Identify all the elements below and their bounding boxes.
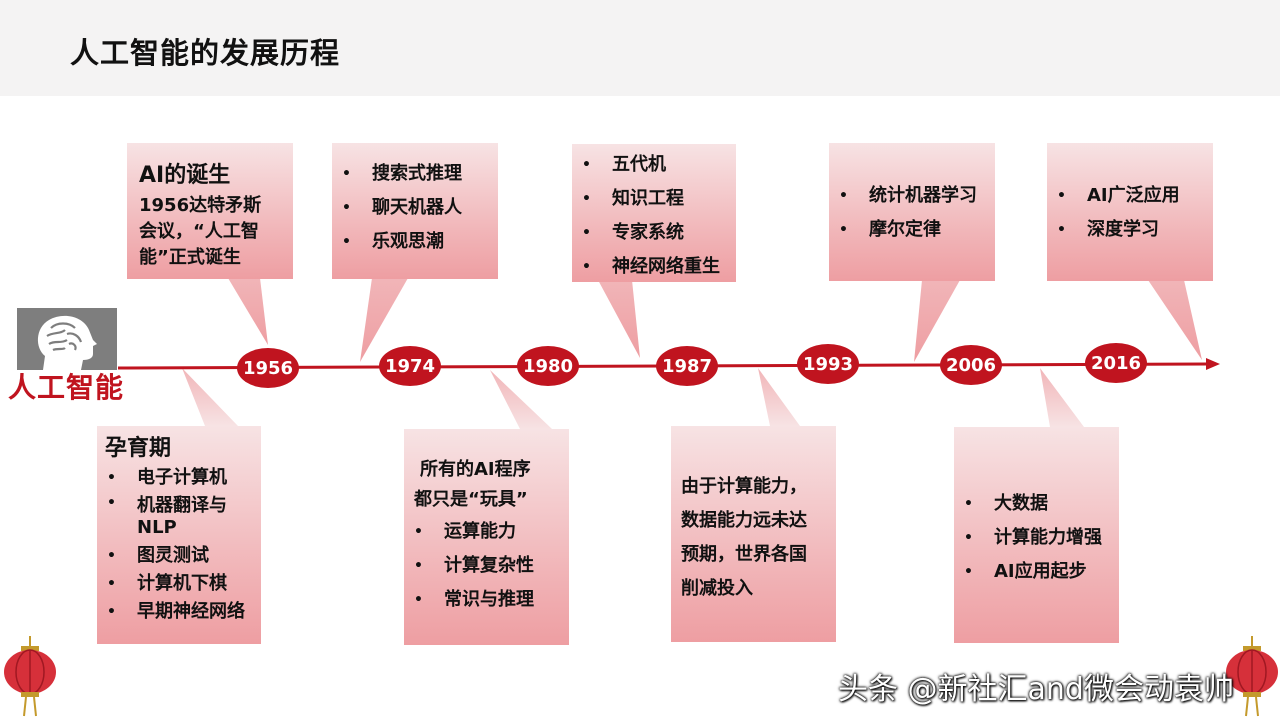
watermark-text: 头条 @新社汇and微会动袁帅 <box>838 672 1234 707</box>
pointer-limits <box>758 368 800 426</box>
pointer-1974 <box>360 278 408 362</box>
list-item: 统计机器学习 <box>829 179 995 213</box>
year-node-2016: 2016 <box>1085 343 1147 383</box>
ai-birth-line: 会议，“人工智 <box>139 221 259 242</box>
limits-line: 由于计算能力， <box>681 476 807 497</box>
toy-line: 都只是“玩具” <box>414 489 528 510</box>
callout-1980: 五代机 知识工程 专家系统 神经网络重生 <box>572 144 736 284</box>
ai-birth-heading: AI的诞生 <box>139 163 231 188</box>
ai-head-icon <box>17 308 117 370</box>
pointer-big-data <box>1040 368 1084 427</box>
list-item: 运算能力 <box>404 515 569 549</box>
incubation-heading: 孕育期 <box>105 436 172 461</box>
pointer-toy <box>490 370 552 429</box>
ai-brand-label: 人工智能 <box>8 371 125 404</box>
year-node-1987: 1987 <box>656 346 718 386</box>
list-item: 大数据 <box>954 487 1119 521</box>
list-item: AI应用起步 <box>954 555 1119 589</box>
callout-1993: 统计机器学习 摩尔定律 <box>829 143 995 281</box>
list-item: 计算复杂性 <box>404 549 569 583</box>
callout-big-data: 大数据 计算能力增强 AI应用起步 <box>954 427 1119 643</box>
year-node-1974: 1974 <box>379 346 441 386</box>
list-item: 计算能力增强 <box>954 521 1119 555</box>
list-item: 专家系统 <box>572 216 736 250</box>
limits-line: 数据能力远未达 <box>681 510 807 531</box>
year-node-2006: 2006 <box>940 345 1002 385</box>
list-item: 机器翻译与NLP <box>97 492 237 542</box>
timeline-arrow-head <box>1206 358 1220 370</box>
list-item: 乐观思潮 <box>332 225 498 259</box>
ai-birth-line: 能”正式诞生 <box>139 247 241 268</box>
year-node-1993: 1993 <box>797 344 859 384</box>
ai-birth-line: 1956达特矛斯 <box>139 195 262 216</box>
lantern-left-icon <box>4 636 56 717</box>
list-item: 五代机 <box>572 148 736 182</box>
callout-1974: 搜索式推理 聊天机器人 乐观思潮 <box>332 143 498 279</box>
pointer-incubation <box>182 368 238 426</box>
limits-line: 预期，世界各国 <box>681 544 807 565</box>
list-item: 计算机下棋 <box>97 570 261 598</box>
list-item: 神经网络重生 <box>572 250 736 284</box>
list-item: 图灵测试 <box>97 542 261 570</box>
list-item: 电子计算机 <box>97 464 261 492</box>
pointer-ai-birth <box>228 278 268 345</box>
callout-ai-birth: AI的诞生 1956达特矛斯 会议，“人工智 能”正式诞生 <box>127 143 293 279</box>
callout-incubation: 孕育期 电子计算机 机器翻译与NLP 图灵测试 计算机下棋 早期神经网络 <box>97 426 261 644</box>
page-title: 人工智能的发展历程 <box>70 36 341 70</box>
pointer-1993 <box>914 280 960 362</box>
pointer-1980 <box>598 280 640 358</box>
limits-line: 削减投入 <box>681 578 753 599</box>
list-item: 聊天机器人 <box>332 191 498 225</box>
list-item: 早期神经网络 <box>97 598 261 626</box>
list-item: AI广泛应用 <box>1047 179 1213 213</box>
list-item: 常识与推理 <box>404 583 569 617</box>
lantern-right-icon <box>1226 636 1278 717</box>
year-node-1980: 1980 <box>517 346 579 386</box>
list-item: 知识工程 <box>572 182 736 216</box>
year-node-1956: 1956 <box>237 348 299 388</box>
callout-2016: AI广泛应用 深度学习 <box>1047 143 1213 281</box>
header-bar <box>0 0 1280 96</box>
list-item: 搜索式推理 <box>332 157 498 191</box>
toy-line: 所有的AI程序 <box>420 459 531 480</box>
list-item: 深度学习 <box>1047 213 1213 247</box>
list-item: 摩尔定律 <box>829 213 995 247</box>
pointer-2016 <box>1148 280 1202 360</box>
callout-toy-programs: 所有的AI程序 都只是“玩具” 运算能力 计算复杂性 常识与推理 <box>404 429 569 645</box>
callout-limits: 由于计算能力， 数据能力远未达 预期，世界各国 削减投入 <box>671 426 836 642</box>
